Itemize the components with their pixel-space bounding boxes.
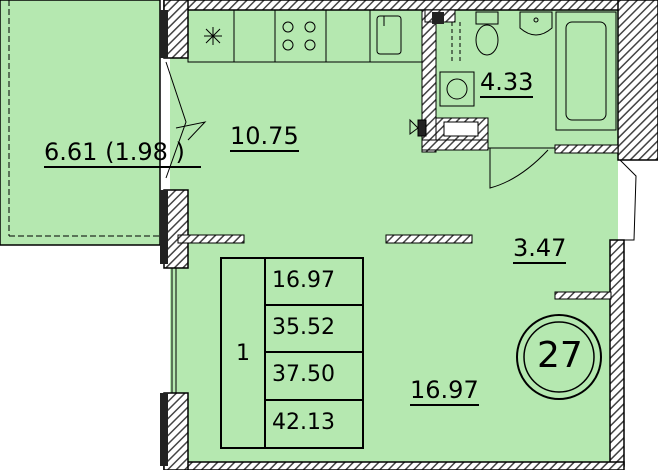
partition-hall [554, 291, 612, 300]
apartment-number-badge [516, 314, 602, 400]
summary-total-area: 37.50 [272, 362, 335, 387]
wall-bottom [163, 461, 625, 470]
kitchen-area-label: 10.75 [230, 122, 299, 152]
sink-icon [376, 15, 402, 55]
bathroom-area-label: 4.33 [480, 68, 534, 98]
summary-total-with-balcony: 42.13 [272, 410, 335, 435]
partition-left-short [177, 234, 245, 244]
wall-left-dark-bottom [160, 393, 168, 466]
wall-right-upper [617, 0, 658, 161]
balcony-area [0, 0, 161, 246]
wall-right-lower [609, 239, 625, 467]
fridge-icon [204, 27, 222, 45]
living-area-label: 16.97 [410, 376, 479, 406]
partition-middle [385, 234, 473, 244]
toilet-icon [475, 11, 499, 56]
door-icon [175, 121, 207, 141]
bathtub-icon [555, 11, 617, 131]
summary-living-area: 16.97 [272, 268, 335, 293]
water-heater-icon [409, 117, 489, 141]
kitchen-counter [187, 9, 423, 63]
summary-table [220, 257, 364, 449]
entrance-door [619, 159, 637, 241]
washbasin-icon [519, 11, 553, 36]
balcony-area-value: 6.61 [44, 138, 98, 166]
rooms-count: 1 [236, 341, 250, 366]
hall-area-label: 3.47 [513, 234, 567, 264]
stove-icon [282, 21, 316, 51]
wall-left-dark-top [160, 10, 168, 58]
bathroom-wall-bottom [421, 139, 489, 151]
apartment-number: 27 [537, 335, 583, 376]
utility-shaft [432, 12, 444, 24]
bathroom-wall-bottom-right [554, 144, 619, 154]
wall-left-dark-mid [160, 190, 168, 264]
wall-top [163, 0, 657, 11]
balcony-door-swing [165, 61, 187, 179]
balcony-area-label: 6.61 (1.98 ) [44, 140, 201, 168]
washing-machine-icon [439, 71, 475, 107]
bathroom-door-swing [489, 148, 549, 189]
summary-total-no-balcony: 35.52 [272, 315, 335, 340]
balcony-reduced-area: (1.98 ) [105, 138, 185, 166]
